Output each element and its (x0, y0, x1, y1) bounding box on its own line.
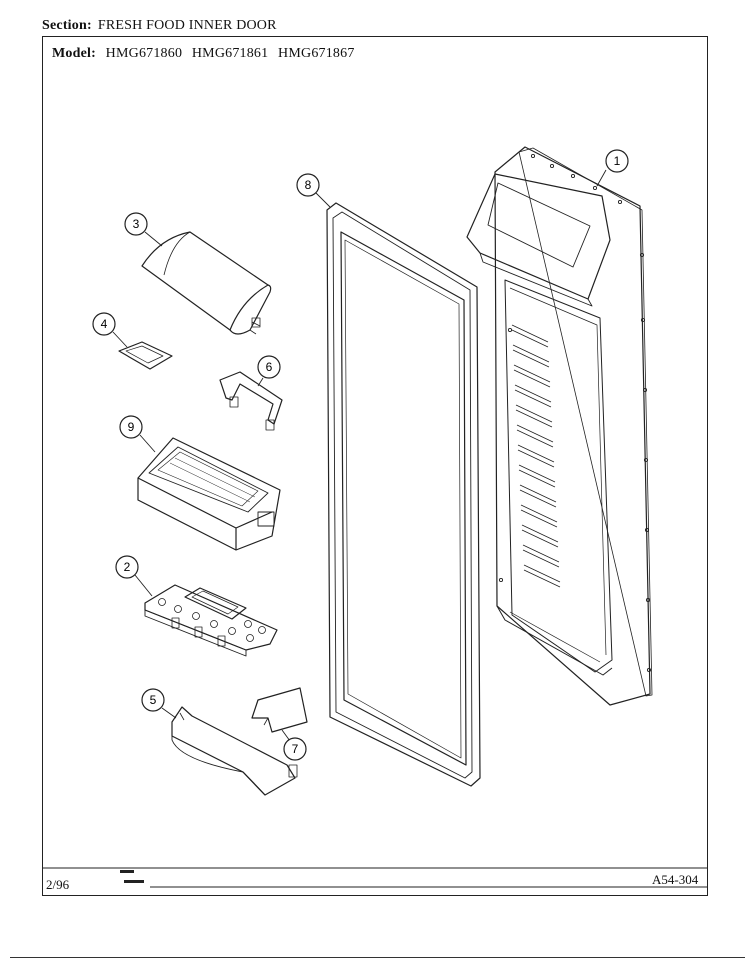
callout-8: 8 (296, 173, 320, 197)
bottom-divider (10, 957, 745, 958)
callout-label-9: 9 (128, 420, 135, 434)
part-bracket (251, 687, 308, 733)
callout-4: 4 (92, 312, 116, 336)
callout-label-1: 1 (614, 154, 621, 168)
callout-bubbles: 1 8 3 4 6 9 2 5 (92, 149, 629, 761)
callout-label-3: 3 (133, 217, 140, 231)
callout-label-6: 6 (266, 360, 273, 374)
callout-6: 6 (257, 355, 281, 379)
diagram-frame (42, 36, 708, 896)
section-label: Section: (42, 18, 92, 33)
callout-label-5: 5 (150, 693, 157, 707)
leader-lines (112, 169, 607, 742)
callout-9: 9 (119, 415, 143, 439)
part-egg-tray (144, 584, 278, 657)
diagram-code: A54-304 (652, 872, 699, 887)
part-door-bin (137, 437, 281, 551)
part-dairy-door (141, 231, 272, 335)
callout-2: 2 (115, 555, 139, 579)
callout-5: 5 (141, 688, 165, 712)
callout-label-8: 8 (305, 178, 312, 192)
part-retainer (219, 371, 283, 431)
model-number-2: HMG671861 (191, 46, 269, 61)
callout-label-4: 4 (101, 317, 108, 331)
section-heading: Section: FRESH FOOD INNER DOOR (42, 18, 277, 34)
model-label: Model: (52, 46, 96, 61)
part-door-shelf (171, 706, 298, 796)
section-title: FRESH FOOD INNER DOOR (97, 18, 277, 33)
callout-label-7: 7 (292, 742, 299, 756)
model-line: Model: HMG671860 HMG671861 HMG671867 (52, 46, 355, 62)
model-number-3: HMG671867 (278, 46, 355, 61)
callout-1: 1 (605, 149, 629, 173)
revision-date: 2/96 (46, 877, 70, 892)
part-inner-door-liner (466, 146, 653, 706)
callout-3: 3 (124, 212, 148, 236)
callout-7: 7 (283, 737, 307, 761)
part-door-gasket (326, 202, 481, 787)
model-number-1: HMG671860 (105, 46, 183, 61)
callout-label-2: 2 (124, 560, 131, 574)
part-pad (118, 341, 173, 370)
footer-rules (42, 867, 708, 888)
